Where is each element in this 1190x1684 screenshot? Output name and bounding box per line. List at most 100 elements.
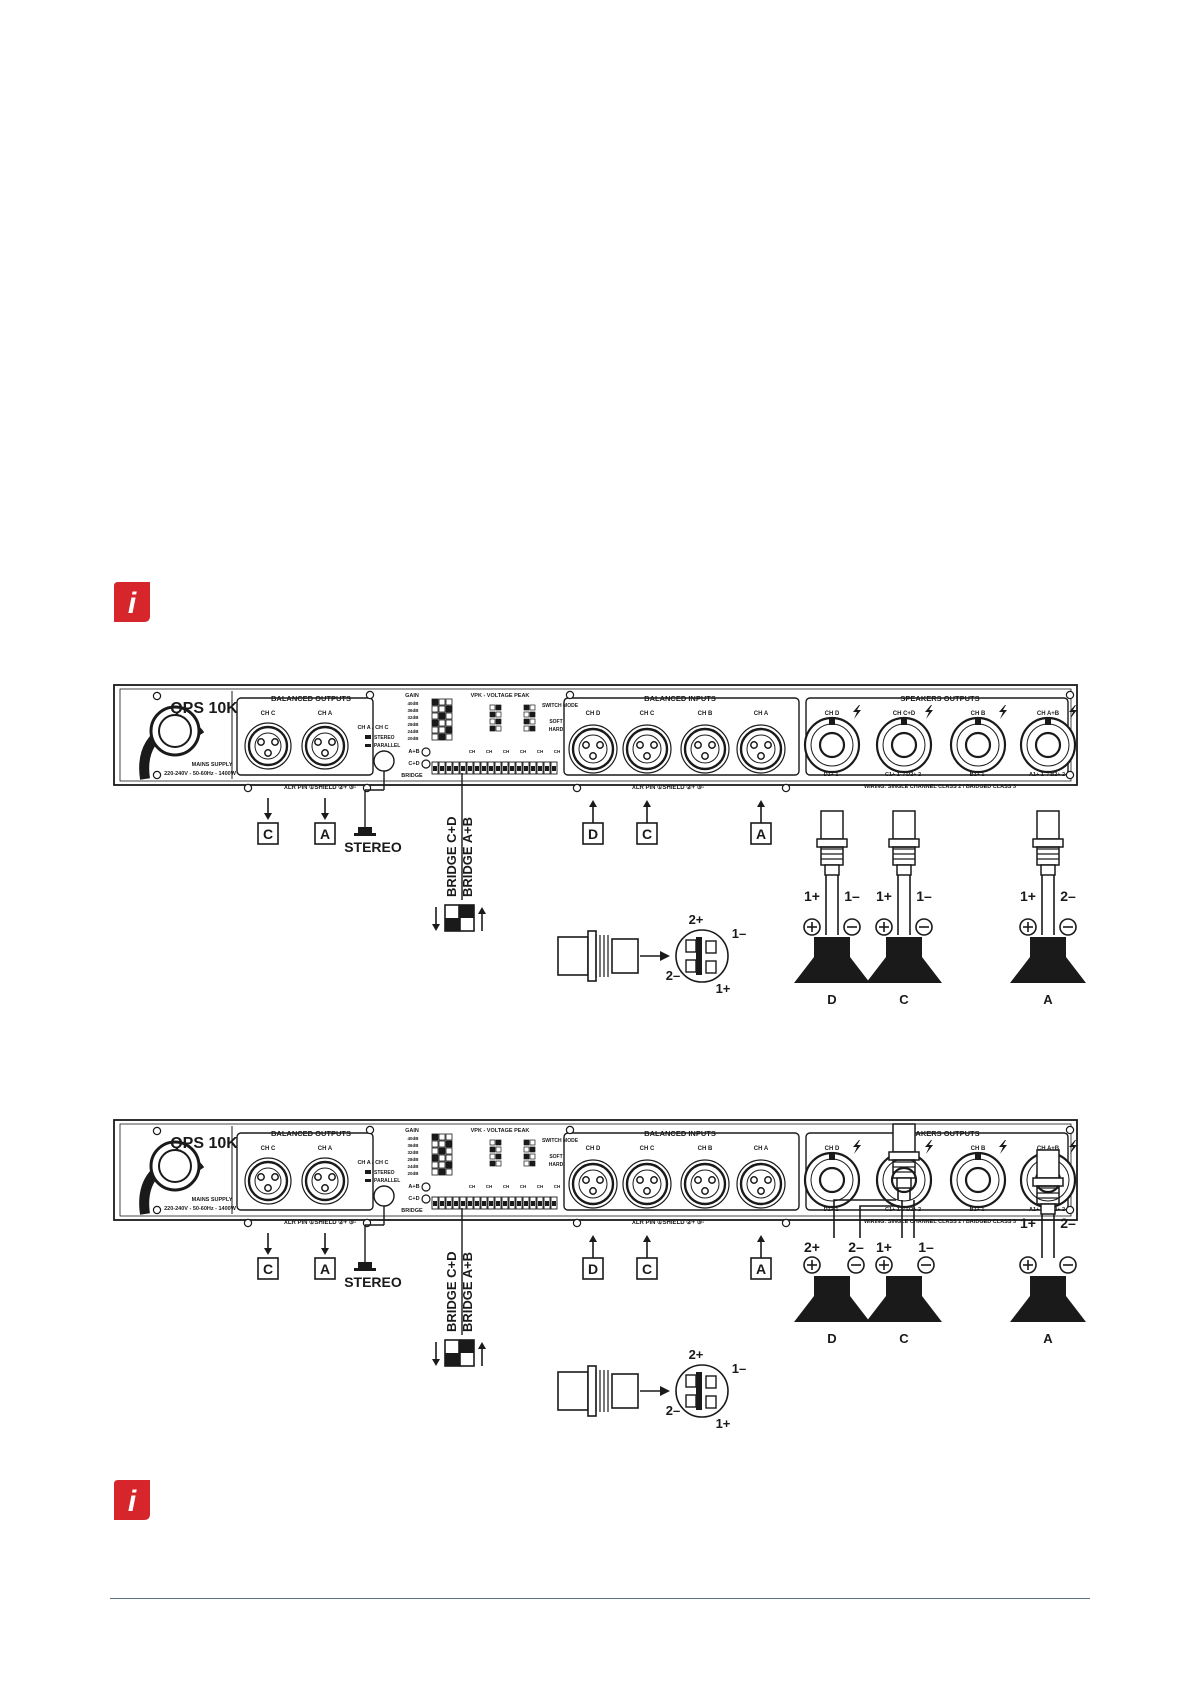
vpk-dip-cell <box>529 718 536 725</box>
speaker-c-magnet <box>886 937 922 957</box>
mains-spec-label: 220-240V - 50-60Hz - 1400W <box>164 1206 237 1212</box>
balanced-inputs-box <box>563 1132 800 1211</box>
dip-lever <box>447 766 451 771</box>
vpk-dip-cell <box>495 1146 502 1153</box>
speaker-a-cone <box>1010 1296 1086 1322</box>
dip-lever <box>524 1201 528 1206</box>
dip-lever <box>475 1201 479 1206</box>
speaker-pins-label: C1+ 1- / D2+ 2- <box>885 772 923 778</box>
panel-screw <box>781 1218 791 1228</box>
detail-contact-1p <box>705 1395 717 1409</box>
xlr-in-pin <box>701 752 709 760</box>
speaker-ch-label: CH D <box>825 1146 840 1152</box>
gain-dip-cell <box>438 1147 446 1155</box>
speakon-output-core <box>964 731 992 759</box>
speaker-ch-label: CH A+B <box>1037 1146 1060 1152</box>
mode-title: CH A / CH C <box>357 725 388 731</box>
dip-lever <box>447 1201 451 1206</box>
detail-socket-bar <box>696 937 702 975</box>
gain-dip-cell <box>431 712 439 720</box>
xlr-in-pin <box>701 1187 709 1195</box>
in-d-arrow-head <box>589 800 597 807</box>
vpk-dip-cell <box>495 1160 502 1167</box>
out-c-label-box <box>257 822 279 845</box>
xlr-in-pin <box>708 1176 716 1184</box>
xlr-in-pin <box>764 1176 772 1184</box>
out-xlr-pin-label: XLR PIN ①SHIELD ②+ ③- <box>284 784 356 791</box>
vpk-ch-label: CH <box>503 749 510 754</box>
xlr-in-pin <box>636 741 644 749</box>
dip-lever <box>531 1201 535 1206</box>
speakon-plug-split-cap <box>892 1123 916 1153</box>
switch-mode-label: SWITCH MODE <box>542 1138 579 1144</box>
lightning-icon <box>1069 1140 1077 1154</box>
xlr-in-inner <box>746 734 776 764</box>
speakon-output-core <box>818 731 846 759</box>
vpk-dip-cell <box>529 711 536 718</box>
balanced-inputs-box <box>563 697 800 776</box>
hard-label: HARD <box>549 1162 564 1168</box>
xlr-in-ring <box>622 1159 672 1209</box>
panel-screw <box>365 1125 375 1135</box>
panel-screw <box>243 783 253 793</box>
dip-lever <box>482 1201 486 1206</box>
xlr-in-pin <box>582 1176 590 1184</box>
speakon-plug-body <box>820 846 844 866</box>
vpk-dip-cell <box>529 1153 536 1160</box>
xlr-in-pin <box>589 1187 597 1195</box>
in-ch-label: CH B <box>698 711 713 717</box>
xlr-out-c-inner <box>254 732 282 760</box>
info-icon: i <box>114 1480 150 1520</box>
vpk-dip-cell <box>529 1160 536 1167</box>
speakon-plug-boot <box>1040 864 1056 876</box>
out-ch-c-label: CH C <box>261 1146 276 1152</box>
gain-dip-cell <box>438 698 446 706</box>
dip-lever <box>461 766 465 771</box>
speakon-plug-boot <box>824 864 840 876</box>
in-ch-label: CH B <box>698 1146 713 1152</box>
gain-dip-cell <box>431 698 439 706</box>
gain-dip-cell <box>445 1147 453 1155</box>
in-ch-label: CH A <box>754 711 769 717</box>
panel-screw <box>243 1218 253 1228</box>
cable-pin-label: 2+ <box>804 1239 820 1255</box>
gain-value-label: 20dB <box>407 1171 419 1176</box>
cable-pin-label: 1+ <box>804 888 820 904</box>
stereo-switch-mark <box>358 1262 372 1268</box>
panel-screw <box>152 1205 162 1215</box>
in-c-label-box <box>636 1257 658 1280</box>
in-a-arrow-head <box>757 1235 765 1242</box>
wiring-label: WIRING: SINGLE CHANNEL CLASS 2 / BRIDGED… <box>864 1219 1016 1225</box>
dip-lever <box>496 1201 500 1206</box>
speaker-d-cone <box>794 1296 870 1322</box>
panel-screw <box>572 783 582 793</box>
bridge-lever-cd <box>445 1353 459 1366</box>
gain-dip-cell <box>445 712 453 720</box>
gain-value-label: 40dB <box>407 701 419 706</box>
balanced-inputs-title: BALANCED INPUTS <box>644 694 716 703</box>
dip-lever <box>552 1201 556 1206</box>
xlr-out-c-pin <box>264 749 272 757</box>
speakon-output-core <box>1034 731 1062 759</box>
dip-lever <box>468 1201 472 1206</box>
speaker-d-magnet <box>814 1276 850 1296</box>
bridge-cd-label: BRIDGE C+D <box>444 1251 459 1332</box>
out-a-label: A <box>320 1261 330 1277</box>
speakon-output-key <box>975 719 981 725</box>
gain-value-label: 20dB <box>407 736 419 741</box>
footer-rule <box>110 1598 1090 1599</box>
gain-dip-cell <box>431 1154 439 1162</box>
out-c-arrow-head <box>264 1248 272 1255</box>
stereo-switch-mark <box>358 827 372 833</box>
lightning-icon <box>925 705 933 719</box>
dip-lever <box>475 766 479 771</box>
mode-title: CH A / CH C <box>357 1160 388 1166</box>
speakon-plug-cap <box>820 810 844 840</box>
detail-plug-tip <box>611 1373 639 1409</box>
bridge-up-arrow-head <box>478 907 486 914</box>
xlr-in-pin <box>650 1176 658 1184</box>
speaker-a-label: A <box>1043 992 1053 1007</box>
